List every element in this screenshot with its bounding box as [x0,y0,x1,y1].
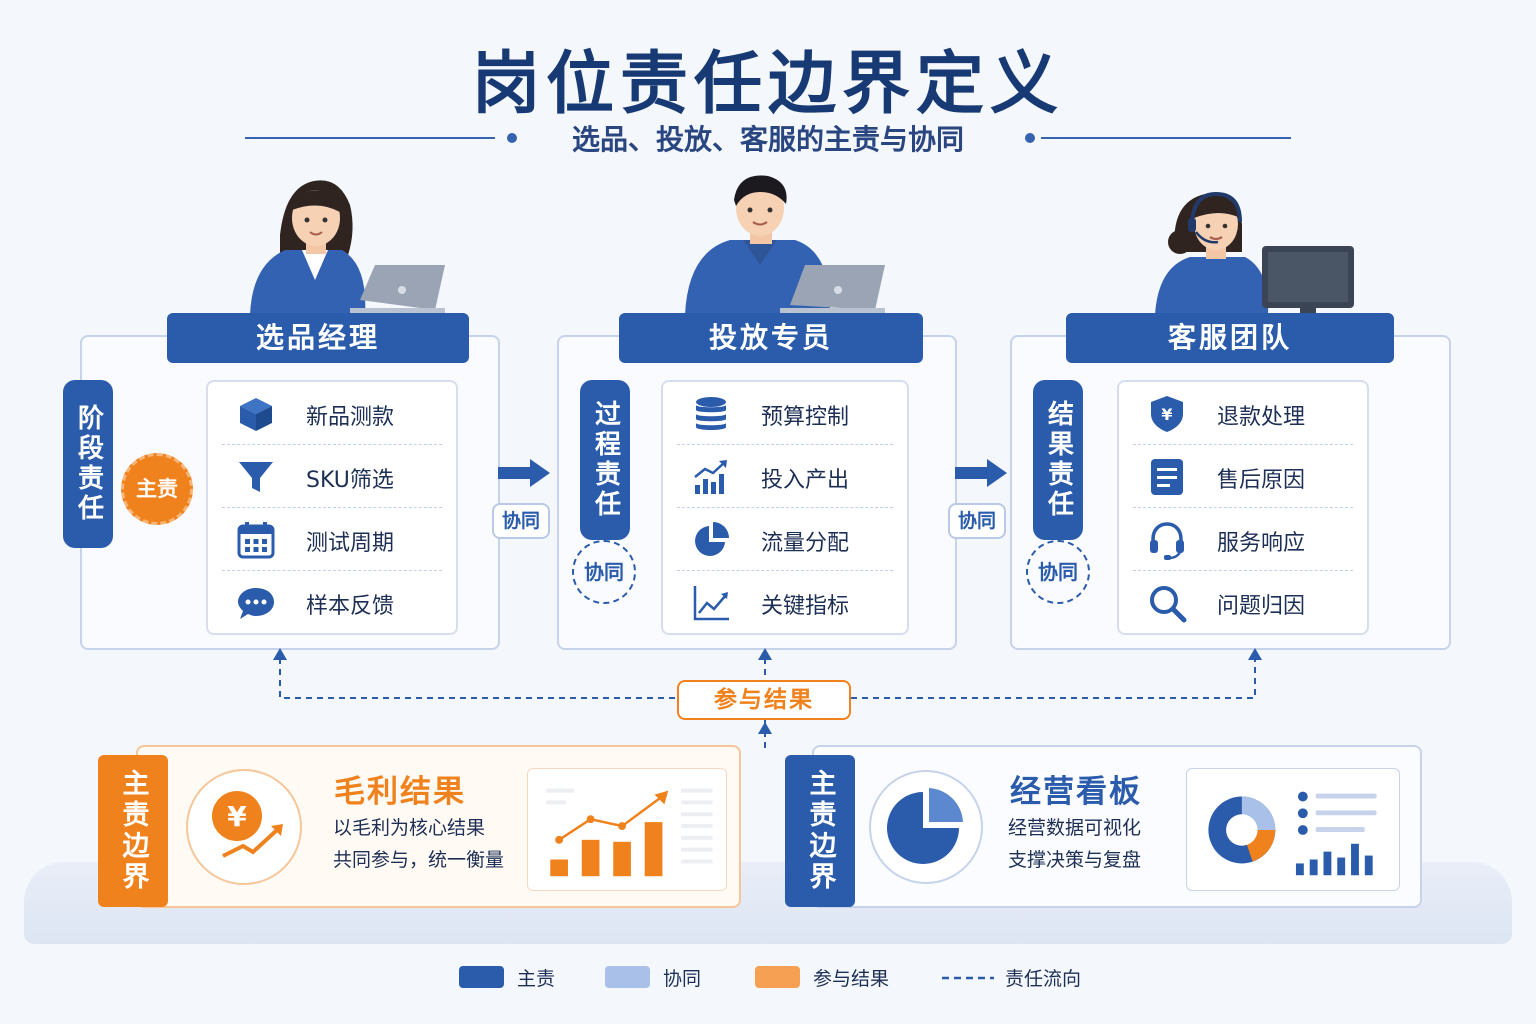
list-item-label: 关键指标 [761,594,850,619]
list-item: 样本反馈 [222,571,442,634]
stage-bar-product-manager: 阶段责任 [63,380,113,548]
desc-line: 共同参与，统一衡量 [333,849,505,871]
list-item: ¥ 退款处理 [1133,382,1353,445]
role-title-ad-specialist: 投放专员 [619,313,923,363]
subtitle-left-dot [507,133,517,143]
page-title: 岗位责任边界定义 [471,45,1064,124]
list-item-label: 服务响应 [1217,531,1306,556]
flow-arrow-right-1-icon [498,459,550,487]
stage-bar-ad-specialist: 过程责任 [580,380,630,540]
legend-swatch-join [755,966,800,988]
duty-list-product-manager: 新品测款 SKU筛选 测试周期 样本反馈 [206,380,458,635]
list-item-label: 样本反馈 [306,594,395,619]
stage-label: 结果责任 [1043,400,1074,520]
page-subtitle: 选品、投放、客服的主责与协同 [571,123,964,156]
subtitle-row: 选品、投放、客服的主责与协同 [245,118,1291,158]
legend-swatch-main [459,966,504,988]
list-item-label: SKU筛选 [306,468,394,493]
list-item-label: 流量分配 [761,531,850,556]
list-item: 关键指标 [677,571,893,634]
headset-icon [1150,522,1184,560]
connector-label-2: 协同 [948,503,1006,539]
legend-label-main: 主责 [517,968,556,990]
list-item-label: 测试周期 [306,531,395,556]
list-item-label: 新品测款 [306,405,395,430]
legend-label-collab: 协同 [663,968,702,990]
desc-line: 经营数据可视化 [1008,817,1142,839]
gross-profit-mini-chart [527,768,727,891]
product-manager-illustration [250,180,445,315]
list-item: 售后原因 [1133,445,1353,508]
legend-label-flow: 责任流向 [1005,968,1082,990]
line-chart-icon [693,586,729,621]
magnifier-icon [1150,586,1187,623]
collaboration-badge-cs: 协同 [1026,540,1090,604]
flow-arrow-right-2-icon [955,459,1007,487]
stage-label: 过程责任 [590,400,621,520]
stage-label: 阶段责任 [73,404,104,524]
database-icon [696,397,726,430]
list-item: 预算控制 [677,382,893,445]
calendar-icon [237,522,275,559]
pie-chart-icon [695,522,729,556]
desc-line: 支撑决策与复盘 [1008,849,1142,871]
document-list-icon [1151,459,1183,495]
list-item-label: 售后原因 [1217,468,1306,493]
desc-line: 以毛利为核心结果 [333,817,486,839]
duty-list-ad-specialist: 预算控制 投入产出 流量分配 关键指标 [661,380,909,635]
list-item-label: 问题归因 [1217,594,1306,619]
subtitle-right-line [1041,137,1291,139]
subtitle-right-dot [1025,133,1035,143]
svg-text:¥: ¥ [227,800,247,833]
collaboration-badge-ad: 协同 [572,540,636,604]
stage-bar-customer-service: 结果责任 [1033,380,1083,540]
svg-text:¥: ¥ [1161,405,1172,424]
list-item-label: 预算控制 [761,405,850,430]
role-title-product-manager: 选品经理 [167,313,469,363]
legend-dash-line [942,976,994,980]
list-item: 测试周期 [222,508,442,571]
main-responsibility-badge: 主责 [121,453,193,525]
funnel-icon [239,462,273,492]
pie-chart-icon [869,770,983,884]
customer-service-illustration [1155,191,1354,315]
list-item: 服务响应 [1133,508,1353,571]
chat-bubble-icon [238,588,274,619]
yen-shield-icon: ¥ [1151,396,1183,432]
ad-specialist-illustration [685,175,885,315]
yen-growth-icon: ¥ [186,769,302,885]
boundary-title-gross-profit: 毛利结果 [334,774,466,810]
join-result-label: 参与结果 [677,680,851,720]
boundary-bar-gross-profit: 主责边界 [98,755,168,907]
list-item: 新品测款 [222,382,442,445]
ops-dashboard-mini-chart [1186,768,1400,891]
connector-label-1: 协同 [492,503,550,539]
list-item-label: 退款处理 [1217,405,1306,430]
legend: 主责 协同 参与结果 责任流向 [0,960,1536,996]
subtitle-left-line [245,137,495,139]
boundary-title-ops-dashboard: 经营看板 [1010,774,1142,810]
legend-swatch-collab [605,966,650,988]
list-item: 流量分配 [677,508,893,571]
role-title-customer-service: 客服团队 [1066,313,1394,363]
boundary-bar-ops-dashboard: 主责边界 [785,755,855,907]
boundary-desc-gross-profit: 以毛利为核心结果 共同参与，统一衡量 [333,812,504,876]
list-item: SKU筛选 [222,445,442,508]
boundary-desc-ops-dashboard: 经营数据可视化 支撑决策与复盘 [1008,812,1141,876]
list-item-label: 投入产出 [761,468,850,493]
duty-list-customer-service: ¥ 退款处理 售后原因 服务响应 问题归因 [1117,380,1369,635]
boundary-bar-label: 主责边界 [804,769,836,893]
list-item: 投入产出 [677,445,893,508]
legend-label-join: 参与结果 [813,968,890,990]
cube-icon [240,398,272,431]
bar-trend-icon [694,460,727,494]
list-item: 问题归因 [1133,571,1353,634]
boundary-bar-label: 主责边界 [117,769,149,893]
